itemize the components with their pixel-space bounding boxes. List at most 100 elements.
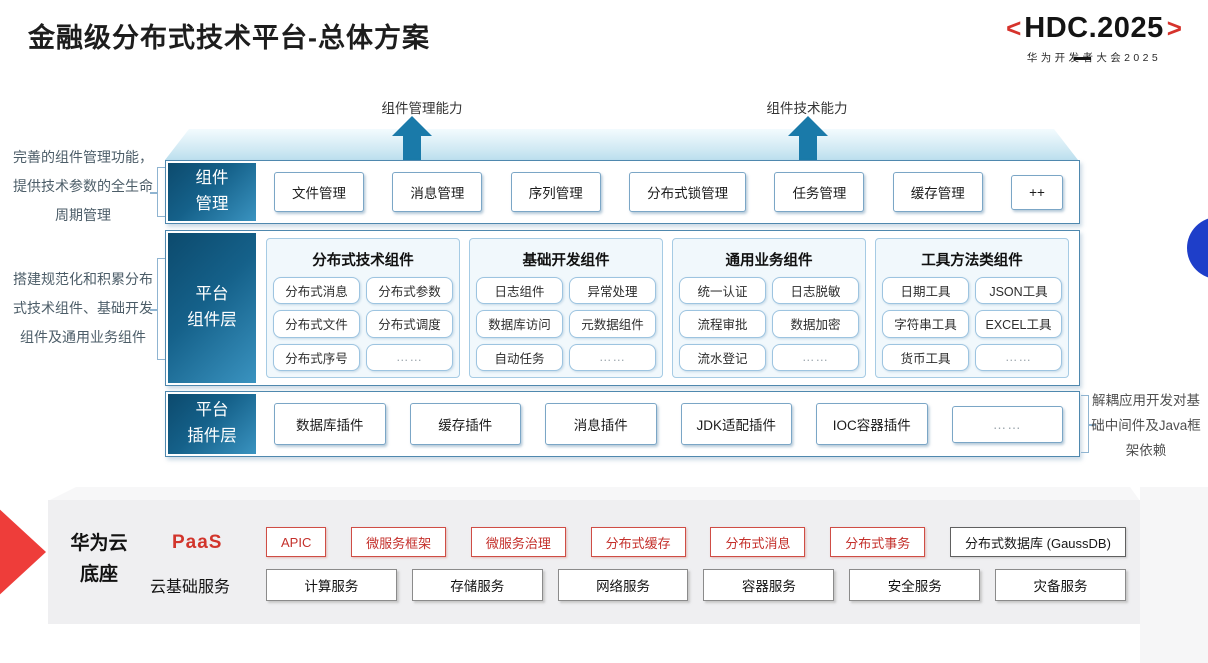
logo-c-underline xyxy=(1074,57,1091,60)
component-box: …… xyxy=(975,343,1062,371)
top-3d-band xyxy=(165,129,1078,160)
component-box: 数据加密 xyxy=(772,310,859,338)
component-box: …… xyxy=(366,343,453,371)
paas-service-box: 分布式缓存 xyxy=(590,527,686,557)
cloud-service-box: 安全服务 xyxy=(849,569,981,601)
paas-label: PaaS xyxy=(172,532,223,553)
plugin-items: 数据库插件缓存插件消息插件 JDK适配插件 IOC容器插件 …… xyxy=(274,392,1063,456)
plugin-box: 缓存插件 xyxy=(409,403,521,445)
platform-top-face xyxy=(48,487,1140,501)
arrow-head xyxy=(392,116,432,136)
logo-subtitle: 华为开发者大会2025 xyxy=(1026,52,1162,64)
layer-label-platform-plugins: 平台 插件层 xyxy=(168,394,256,454)
panel-common-business: 通用业务组件 统一认证日志脱敏流程审批数据加密流水登记…… xyxy=(672,238,866,378)
plugin-box: 数据库插件 xyxy=(274,403,386,445)
paas-service-box: APIC xyxy=(266,527,327,557)
panel-items: 日志组件异常处理数据库访问元数据组件自动任务…… xyxy=(476,277,656,371)
component-box: 元数据组件 xyxy=(569,310,656,338)
arrow-stem xyxy=(799,136,817,160)
panel-distributed-tech: 分布式技术组件 分布式消息分布式参数分布式文件分布式调度分布式序号…… xyxy=(266,238,460,378)
component-management-box: 缓存管理 xyxy=(892,172,983,212)
cloud-service-box: 存储服务 xyxy=(411,569,543,601)
layer-label-platform-components: 平台 组件层 xyxy=(168,233,256,383)
layer-platform-components: 平台 组件层 分布式技术组件 分布式消息分布式参数分布式文件分布式调度分布式序号… xyxy=(165,230,1080,386)
logo-left-bracket-icon: < xyxy=(1006,13,1022,43)
component-management-box: 任务管理 xyxy=(774,172,865,212)
component-box: 分布式参数 xyxy=(366,277,453,305)
layer-component-management: 组件 管理 文件管理消息管理序列管理分布式锁管理任务管理缓存管理 ++ xyxy=(165,160,1080,224)
component-box: 分布式序号 xyxy=(273,343,360,371)
plugin-box: 消息插件 xyxy=(545,403,657,445)
component-box: 货币工具 xyxy=(882,343,969,371)
plugin-box: …… xyxy=(951,405,1063,443)
panel-basic-dev: 基础开发组件 日志组件异常处理数据库访问元数据组件自动任务…… xyxy=(469,238,663,378)
component-box: 数据库访问 xyxy=(476,310,563,338)
component-box: 日志脱敏 xyxy=(772,277,859,305)
red-wedge-icon xyxy=(0,506,46,598)
panel-items: 统一认证日志脱敏流程审批数据加密流水登记…… xyxy=(679,277,859,371)
component-box: 字符串工具 xyxy=(882,310,969,338)
component-box: 分布式调度 xyxy=(366,310,453,338)
component-box: 分布式消息 xyxy=(273,277,360,305)
cloud-service-items: 计算服务存储服务网络服务容器服务安全服务灾备服务 xyxy=(266,569,1126,601)
note-platform-components: 搭建规范化和积累分布式技术组件、基础开发组件及通用业务组件 xyxy=(13,271,153,345)
cloud-service-box: 网络服务 xyxy=(557,569,689,601)
layer-platform-plugins: 平台 插件层 数据库插件缓存插件消息插件 JDK适配插件 IOC容器插件 …… xyxy=(165,391,1080,457)
huawei-cloud-platform xyxy=(48,500,1140,624)
component-panels: 分布式技术组件 分布式消息分布式参数分布式文件分布式调度分布式序号…… 基础开发… xyxy=(266,238,1069,378)
panel-items: 分布式消息分布式参数分布式文件分布式调度分布式序号…… xyxy=(273,277,453,371)
paas-service-box: 分布式数据库 (GaussDB) xyxy=(950,527,1126,557)
paas-service-box: 分布式消息 xyxy=(710,527,806,557)
up-arrow-icon xyxy=(788,116,828,160)
component-management-items: 文件管理消息管理序列管理分布式锁管理任务管理缓存管理 ++ xyxy=(274,161,1063,223)
component-box: 日志组件 xyxy=(476,277,563,305)
hdc-logo-row: < HDC.2025 > xyxy=(992,12,1196,45)
panel-title: 分布式技术组件 xyxy=(312,253,414,269)
note-component-management: 完善的组件管理功能，提供技术参数的全生命周期管理 xyxy=(13,149,153,223)
component-management-box: 文件管理 xyxy=(274,172,364,212)
component-box: EXCEL工具 xyxy=(975,310,1062,338)
component-box: 日期工具 xyxy=(882,277,969,305)
component-management-box: 分布式锁管理 xyxy=(629,172,747,212)
component-box: …… xyxy=(772,343,859,371)
component-box: 流程审批 xyxy=(679,310,766,338)
brace-plugins xyxy=(1081,395,1096,453)
blue-circle-decoration xyxy=(1187,217,1208,279)
up-arrow-icon xyxy=(392,116,432,160)
component-management-box: 消息管理 xyxy=(392,172,483,212)
component-management-box: 序列管理 xyxy=(510,172,601,212)
component-box: 统一认证 xyxy=(679,277,766,305)
hdc-logo: < HDC.2025 > 华为开发者大会2025 xyxy=(992,12,1196,65)
component-management-box: ++ xyxy=(1011,174,1063,210)
plugin-box: IOC容器插件 xyxy=(816,403,928,445)
panel-title: 通用业务组件 xyxy=(725,253,813,269)
page-title: 金融级分布式技术平台-总体方案 xyxy=(28,23,430,53)
panel-title: 基础开发组件 xyxy=(522,253,610,269)
arrow-stem xyxy=(403,136,421,160)
arrow-head xyxy=(788,116,828,136)
component-box: 分布式文件 xyxy=(273,310,360,338)
capability-label-technical: 组件技术能力 xyxy=(766,101,848,116)
logo-right-bracket-icon: > xyxy=(1166,13,1182,43)
layer-label-component-management: 组件 管理 xyxy=(168,163,256,221)
cloud-services-label: 云基础服务 xyxy=(150,579,231,596)
capability-label-management: 组件管理能力 xyxy=(381,101,463,116)
cloud-service-box: 计算服务 xyxy=(266,569,397,601)
cloud-service-box: 灾备服务 xyxy=(995,569,1126,601)
plugin-box: JDK适配插件 xyxy=(680,403,792,445)
logo-text: HDC.2025 xyxy=(1024,12,1164,44)
component-box: 流水登记 xyxy=(679,343,766,371)
paas-service-box: 微服务框架 xyxy=(351,527,447,557)
component-box: …… xyxy=(569,343,656,371)
component-box: JSON工具 xyxy=(975,277,1062,305)
platform-side-face xyxy=(1140,487,1208,663)
brace-row2 xyxy=(150,258,165,360)
component-box: 异常处理 xyxy=(569,277,656,305)
panel-title: 工具方法类组件 xyxy=(921,253,1023,269)
cloud-service-box: 容器服务 xyxy=(703,569,835,601)
foundation-label: 华为云 底座 xyxy=(70,533,128,586)
note-plugins: 解耦应用开发对基础中间件及Java框架依赖 xyxy=(1091,393,1201,458)
